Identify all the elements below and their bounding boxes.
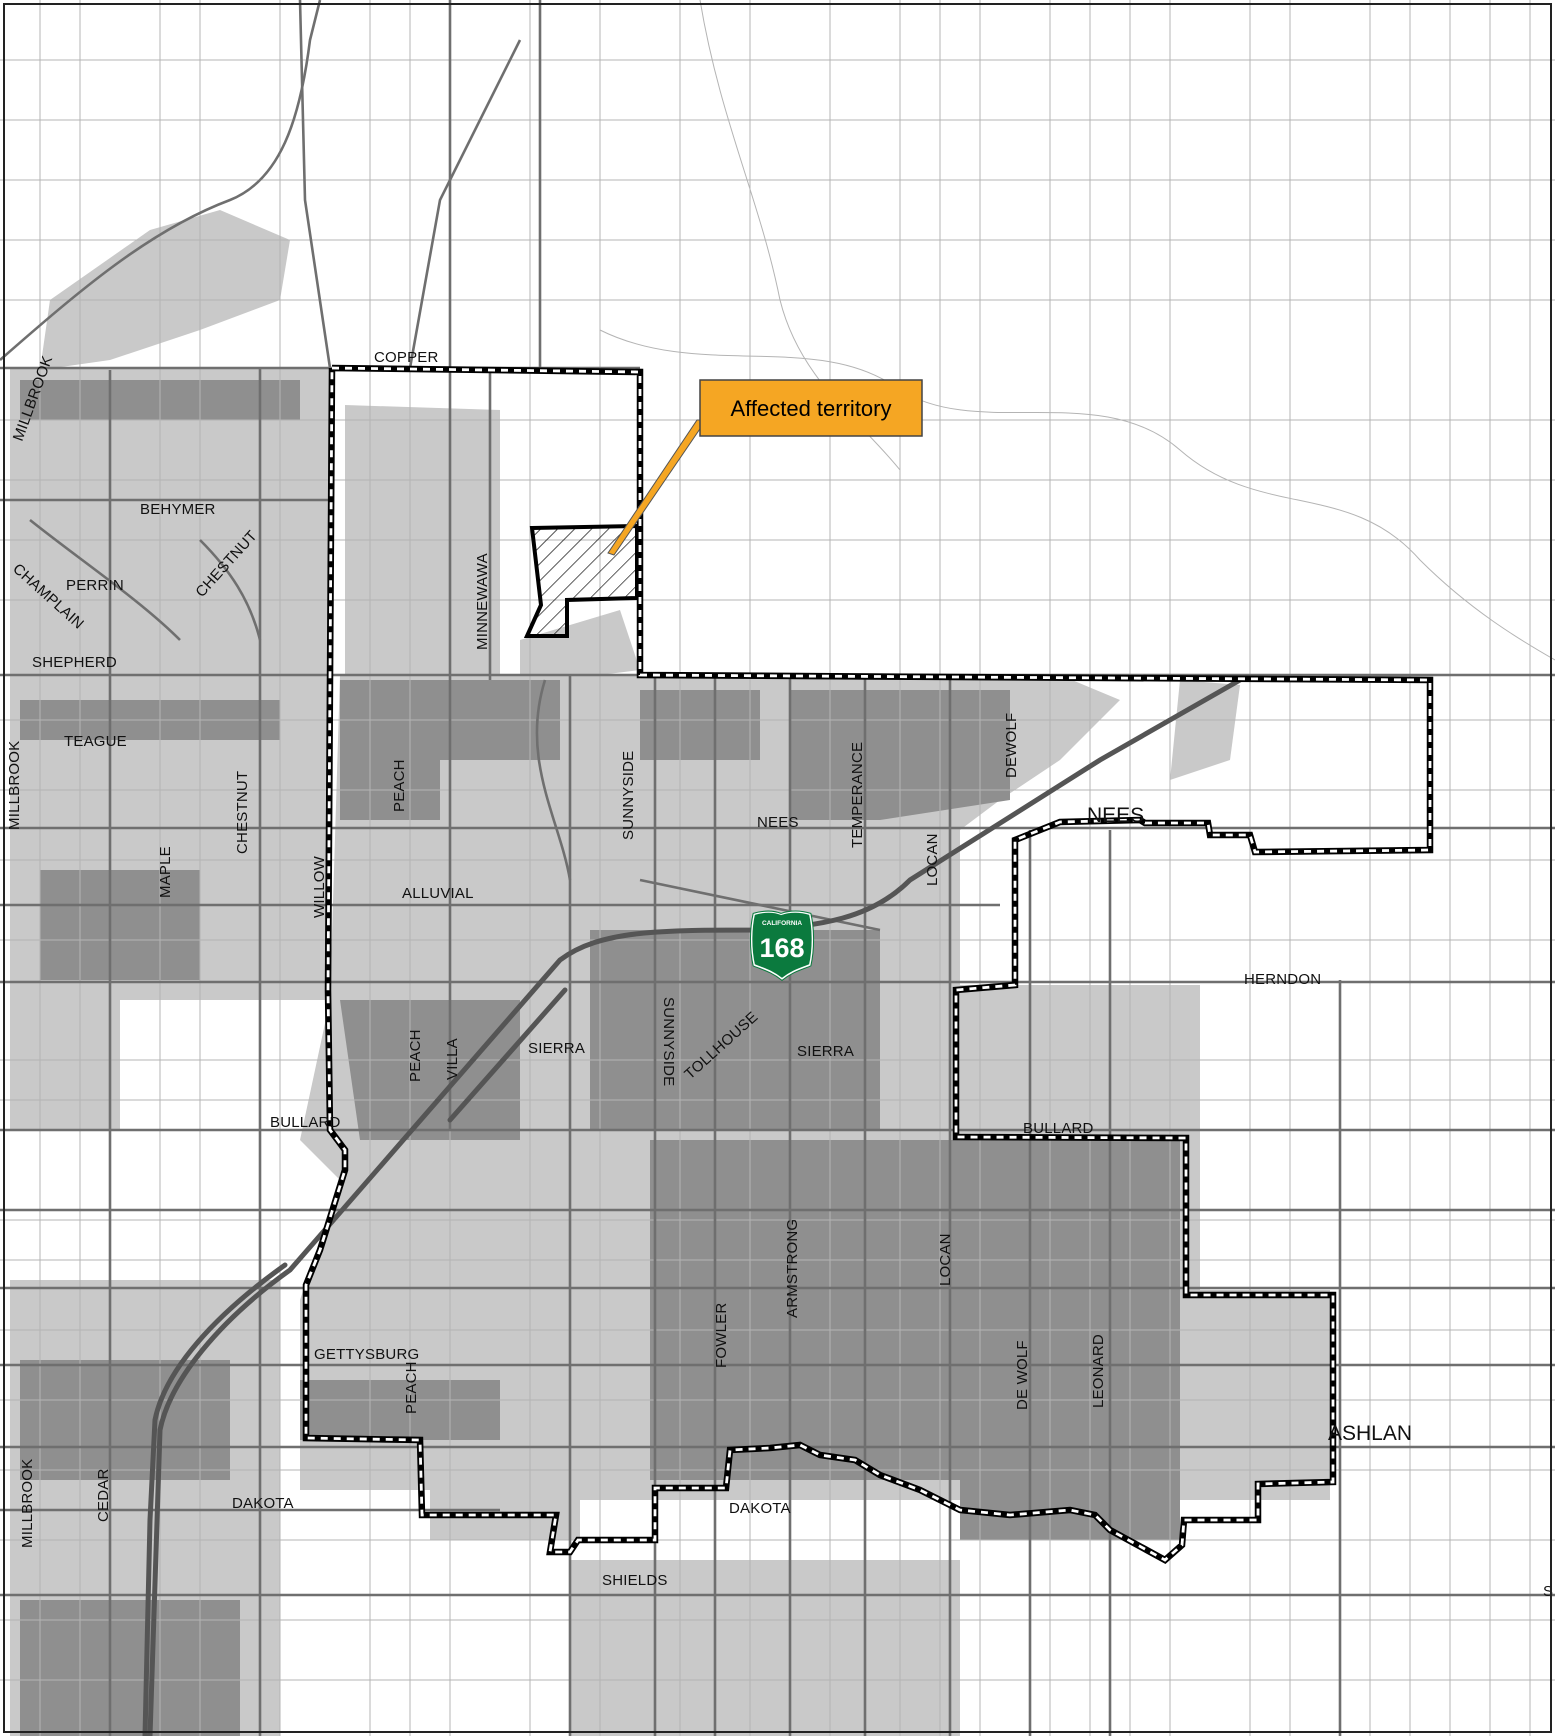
label-maple: MAPLE bbox=[157, 846, 174, 898]
label-millbrook-sw: MILLBROOK bbox=[19, 1459, 36, 1548]
label-perrin: PERRIN bbox=[66, 577, 124, 594]
label-sierra-e: SIERRA bbox=[797, 1043, 854, 1060]
city-boundary bbox=[302, 364, 1434, 1564]
shield-state: CALIFORNIA bbox=[762, 920, 802, 927]
label-millbrook-w: MILLBROOK bbox=[6, 741, 23, 830]
callout: Affected territory bbox=[607, 379, 923, 556]
label-de-wolf: DE WOLF bbox=[1014, 1340, 1031, 1410]
label-locan-n: LOCAN bbox=[924, 833, 941, 886]
label-temperance: TEMPERANCE bbox=[849, 742, 866, 848]
label-copper: COPPER bbox=[374, 349, 439, 366]
label-shepherd: SHEPHERD bbox=[32, 654, 117, 671]
label-minnewawa: MINNEWAWA bbox=[474, 553, 491, 650]
label-nees: NEES bbox=[757, 814, 799, 831]
label-armstrong: ARMSTRONG bbox=[784, 1219, 801, 1318]
shield-number: 168 bbox=[759, 933, 804, 963]
highway-168-shield: CALIFORNIA 168 bbox=[749, 910, 815, 982]
label-dakota-e: DAKOTA bbox=[729, 1500, 791, 1517]
label-dewolf-n: DEWOLF bbox=[1003, 713, 1020, 778]
callout-label: Affected territory bbox=[731, 396, 892, 421]
label-dakota-w: DAKOTA bbox=[232, 1495, 294, 1512]
street-labels: COPPER MILLBROOK BEHYMER CHESTNUT CHAMPL… bbox=[6, 349, 1553, 1600]
label-willow: WILLOW bbox=[311, 855, 328, 918]
label-leonard: LEONARD bbox=[1090, 1334, 1107, 1408]
label-shields: SHIELDS bbox=[602, 1572, 668, 1589]
label-chestnut-s: CHESTNUT bbox=[234, 771, 251, 854]
label-peach-mid: PEACH bbox=[407, 1029, 424, 1082]
label-alluvial: ALLUVIAL bbox=[402, 885, 474, 902]
label-bullard-e: BULLARD bbox=[1023, 1120, 1094, 1137]
highways bbox=[142, 677, 1243, 1736]
label-fowler: FOWLER bbox=[713, 1303, 730, 1368]
label-teague: TEAGUE bbox=[64, 733, 127, 750]
label-behymer: BEHYMER bbox=[140, 501, 216, 518]
label-villa: VILLA bbox=[444, 1038, 461, 1080]
label-sierra-w: SIERRA bbox=[528, 1040, 585, 1057]
label-peach-s: PEACH bbox=[403, 1361, 420, 1414]
label-edge-s: S bbox=[1543, 1583, 1553, 1600]
label-herndon: HERNDON bbox=[1244, 971, 1321, 988]
label-locan-s: LOCAN bbox=[937, 1233, 954, 1286]
callout-box bbox=[699, 379, 923, 437]
label-peach-n: PEACH bbox=[391, 759, 408, 812]
label-cedar: CEDAR bbox=[95, 1468, 112, 1522]
label-nees-east: NEES bbox=[1087, 804, 1144, 827]
label-sunnyside-s: SUNNYSIDE bbox=[660, 997, 677, 1086]
map-frame bbox=[3, 3, 1552, 1733]
label-bullard-w: BULLARD bbox=[270, 1114, 341, 1131]
label-gettysburg: GETTYSBURG bbox=[314, 1346, 419, 1363]
label-sunnyside-n: SUNNYSIDE bbox=[620, 751, 637, 840]
label-ashlan: ASHLAN bbox=[1328, 1422, 1412, 1445]
